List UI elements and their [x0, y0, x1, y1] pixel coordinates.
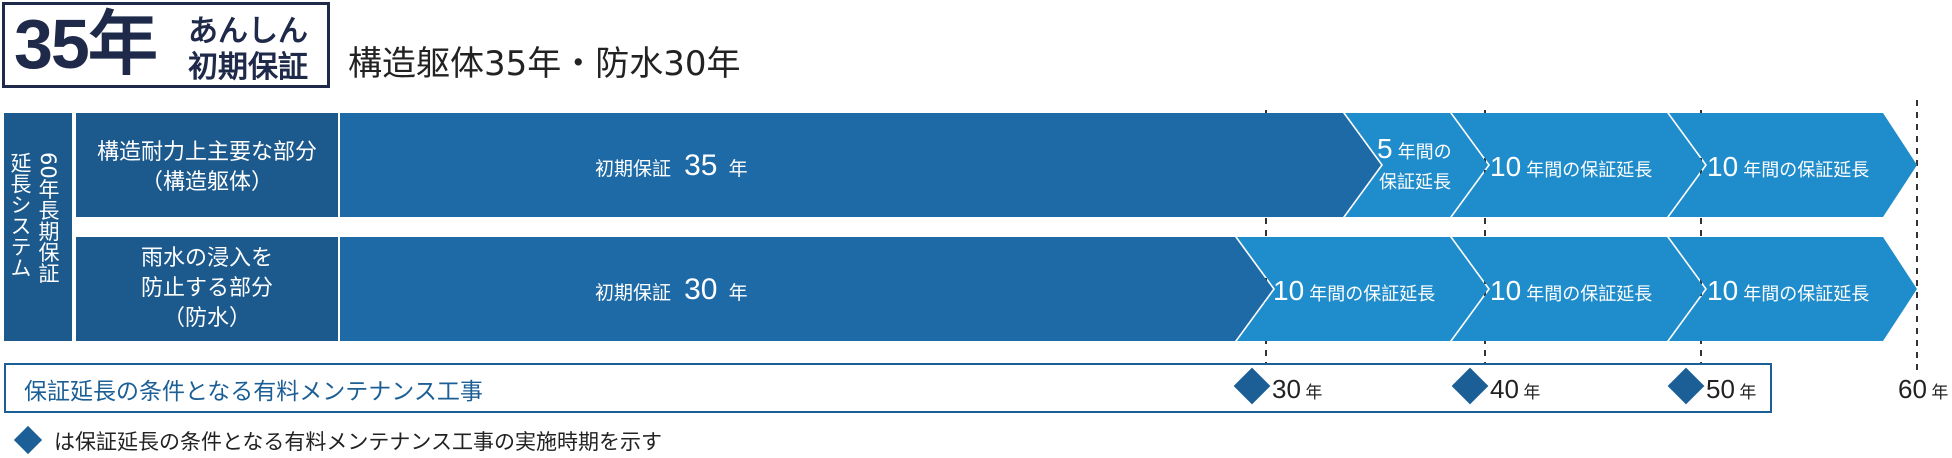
row2-initial-number: 30 — [684, 273, 717, 306]
milestone-40-diamond-icon — [1451, 367, 1489, 405]
milestone-30-unit: 年 — [1305, 383, 1322, 402]
row2-ext1-suffix: 年間の保証延長 — [1309, 284, 1435, 305]
row1-ext2-text: 10 年間の保証延長 — [1490, 151, 1652, 182]
row1-ext3-text: 10 年間の保証延長 — [1707, 151, 1869, 182]
headline: 構造躯体35年・防水30年 — [348, 44, 741, 84]
row2-label-box — [76, 237, 338, 341]
row1-label: 構造耐力上主要な部分 （構造躯体） — [76, 138, 338, 198]
warranty-badge — [2, 2, 330, 88]
row1-label-box — [76, 113, 338, 217]
milestone-60-label: 60 年 — [1898, 374, 1948, 404]
condition-label: 保証延長の条件となる有料メンテナンス工事 — [24, 379, 483, 405]
milestone-60-unit: 年 — [1931, 383, 1948, 402]
row1-ext2-bar — [1452, 113, 1705, 217]
milestone-50-diamond-icon — [1667, 367, 1705, 405]
row1-ext1-text: 5 年間の — [1377, 133, 1452, 164]
row2-ext2-number: 10 — [1490, 275, 1521, 306]
legend-text: は保証延長の条件となる有料メンテナンス工事の実施時期を示す — [54, 430, 662, 454]
milestone-50-number: 50 — [1706, 374, 1735, 404]
row1-ext2-suffix: 年間の保証延長 — [1526, 160, 1652, 181]
row1-ext1-line2: 保証延長 — [1379, 172, 1451, 193]
system-label-col1: 延長システム — [8, 152, 32, 278]
row1-ext3-bar — [1669, 113, 1917, 217]
row2-label-line3: （防水） — [162, 306, 251, 331]
row2-initial-text: 初期保証 30 年 — [595, 273, 748, 306]
row2-initial-bar — [340, 237, 1273, 341]
row1-initial-number: 35 — [684, 149, 717, 182]
row1-ext3-suffix: 年間の保証延長 — [1743, 160, 1869, 181]
row1-ext1-number: 5 — [1377, 133, 1393, 164]
row2-ext2-suffix: 年間の保証延長 — [1526, 284, 1652, 305]
row2-ext2-text: 10 年間の保証延長 — [1490, 275, 1652, 306]
badge-years: 35年 — [14, 5, 158, 83]
milestone-40-number: 40 — [1490, 374, 1519, 404]
row2-ext3-text: 10 年間の保証延長 — [1707, 275, 1869, 306]
row1-initial-suffix: 年 — [729, 158, 748, 180]
system-label-col2: 60年長期保証 — [36, 152, 60, 284]
row2-ext2-bar — [1452, 237, 1705, 341]
legend-diamond-icon — [13, 425, 43, 455]
row2-ext3-bar — [1669, 237, 1917, 341]
row2-ext1-number: 10 — [1273, 275, 1304, 306]
badge-line1: あんしん — [188, 14, 308, 49]
milestone-40-label: 40 年 — [1490, 374, 1540, 404]
row1-initial-prefix: 初期保証 — [595, 158, 671, 180]
row2-ext3-number: 10 — [1707, 275, 1738, 306]
row1-initial-bar — [340, 113, 1381, 217]
row1-initial-text: 初期保証 35 年 — [595, 149, 748, 182]
row2-ext1-text: 10 年間の保証延長 — [1273, 275, 1435, 306]
badge-line2: 初期保証 — [188, 50, 308, 85]
system-label-box — [4, 113, 72, 341]
row1-label-line1: 構造耐力上主要な部分 — [96, 140, 317, 165]
milestone-30-label: 30 年 — [1272, 374, 1322, 404]
row1-ext2-number: 10 — [1490, 151, 1521, 182]
row2-ext1-bar — [1237, 237, 1488, 341]
row1-label-line2: （構造躯体） — [140, 170, 273, 195]
row2-label: 雨水の浸入を 防止する部分 （防水） — [76, 244, 338, 334]
milestone-40-unit: 年 — [1523, 383, 1540, 402]
milestone-30-diamond-icon — [1233, 367, 1271, 405]
milestone-60-number: 60 — [1898, 374, 1927, 404]
row1-ext1-bar — [1345, 113, 1488, 217]
milestone-30-number: 30 — [1272, 374, 1301, 404]
row2-initial-suffix: 年 — [729, 282, 748, 304]
row1-ext3-number: 10 — [1707, 151, 1738, 182]
row2-ext3-suffix: 年間の保証延長 — [1743, 284, 1869, 305]
row2-initial-prefix: 初期保証 — [595, 282, 671, 304]
row1-ext1-suffix: 年間の — [1398, 142, 1452, 163]
row2-label-line1: 雨水の浸入を — [140, 246, 273, 271]
milestone-50-unit: 年 — [1739, 383, 1756, 402]
row2-label-line2: 防止する部分 — [140, 276, 273, 301]
milestone-50-label: 50 年 — [1706, 374, 1756, 404]
